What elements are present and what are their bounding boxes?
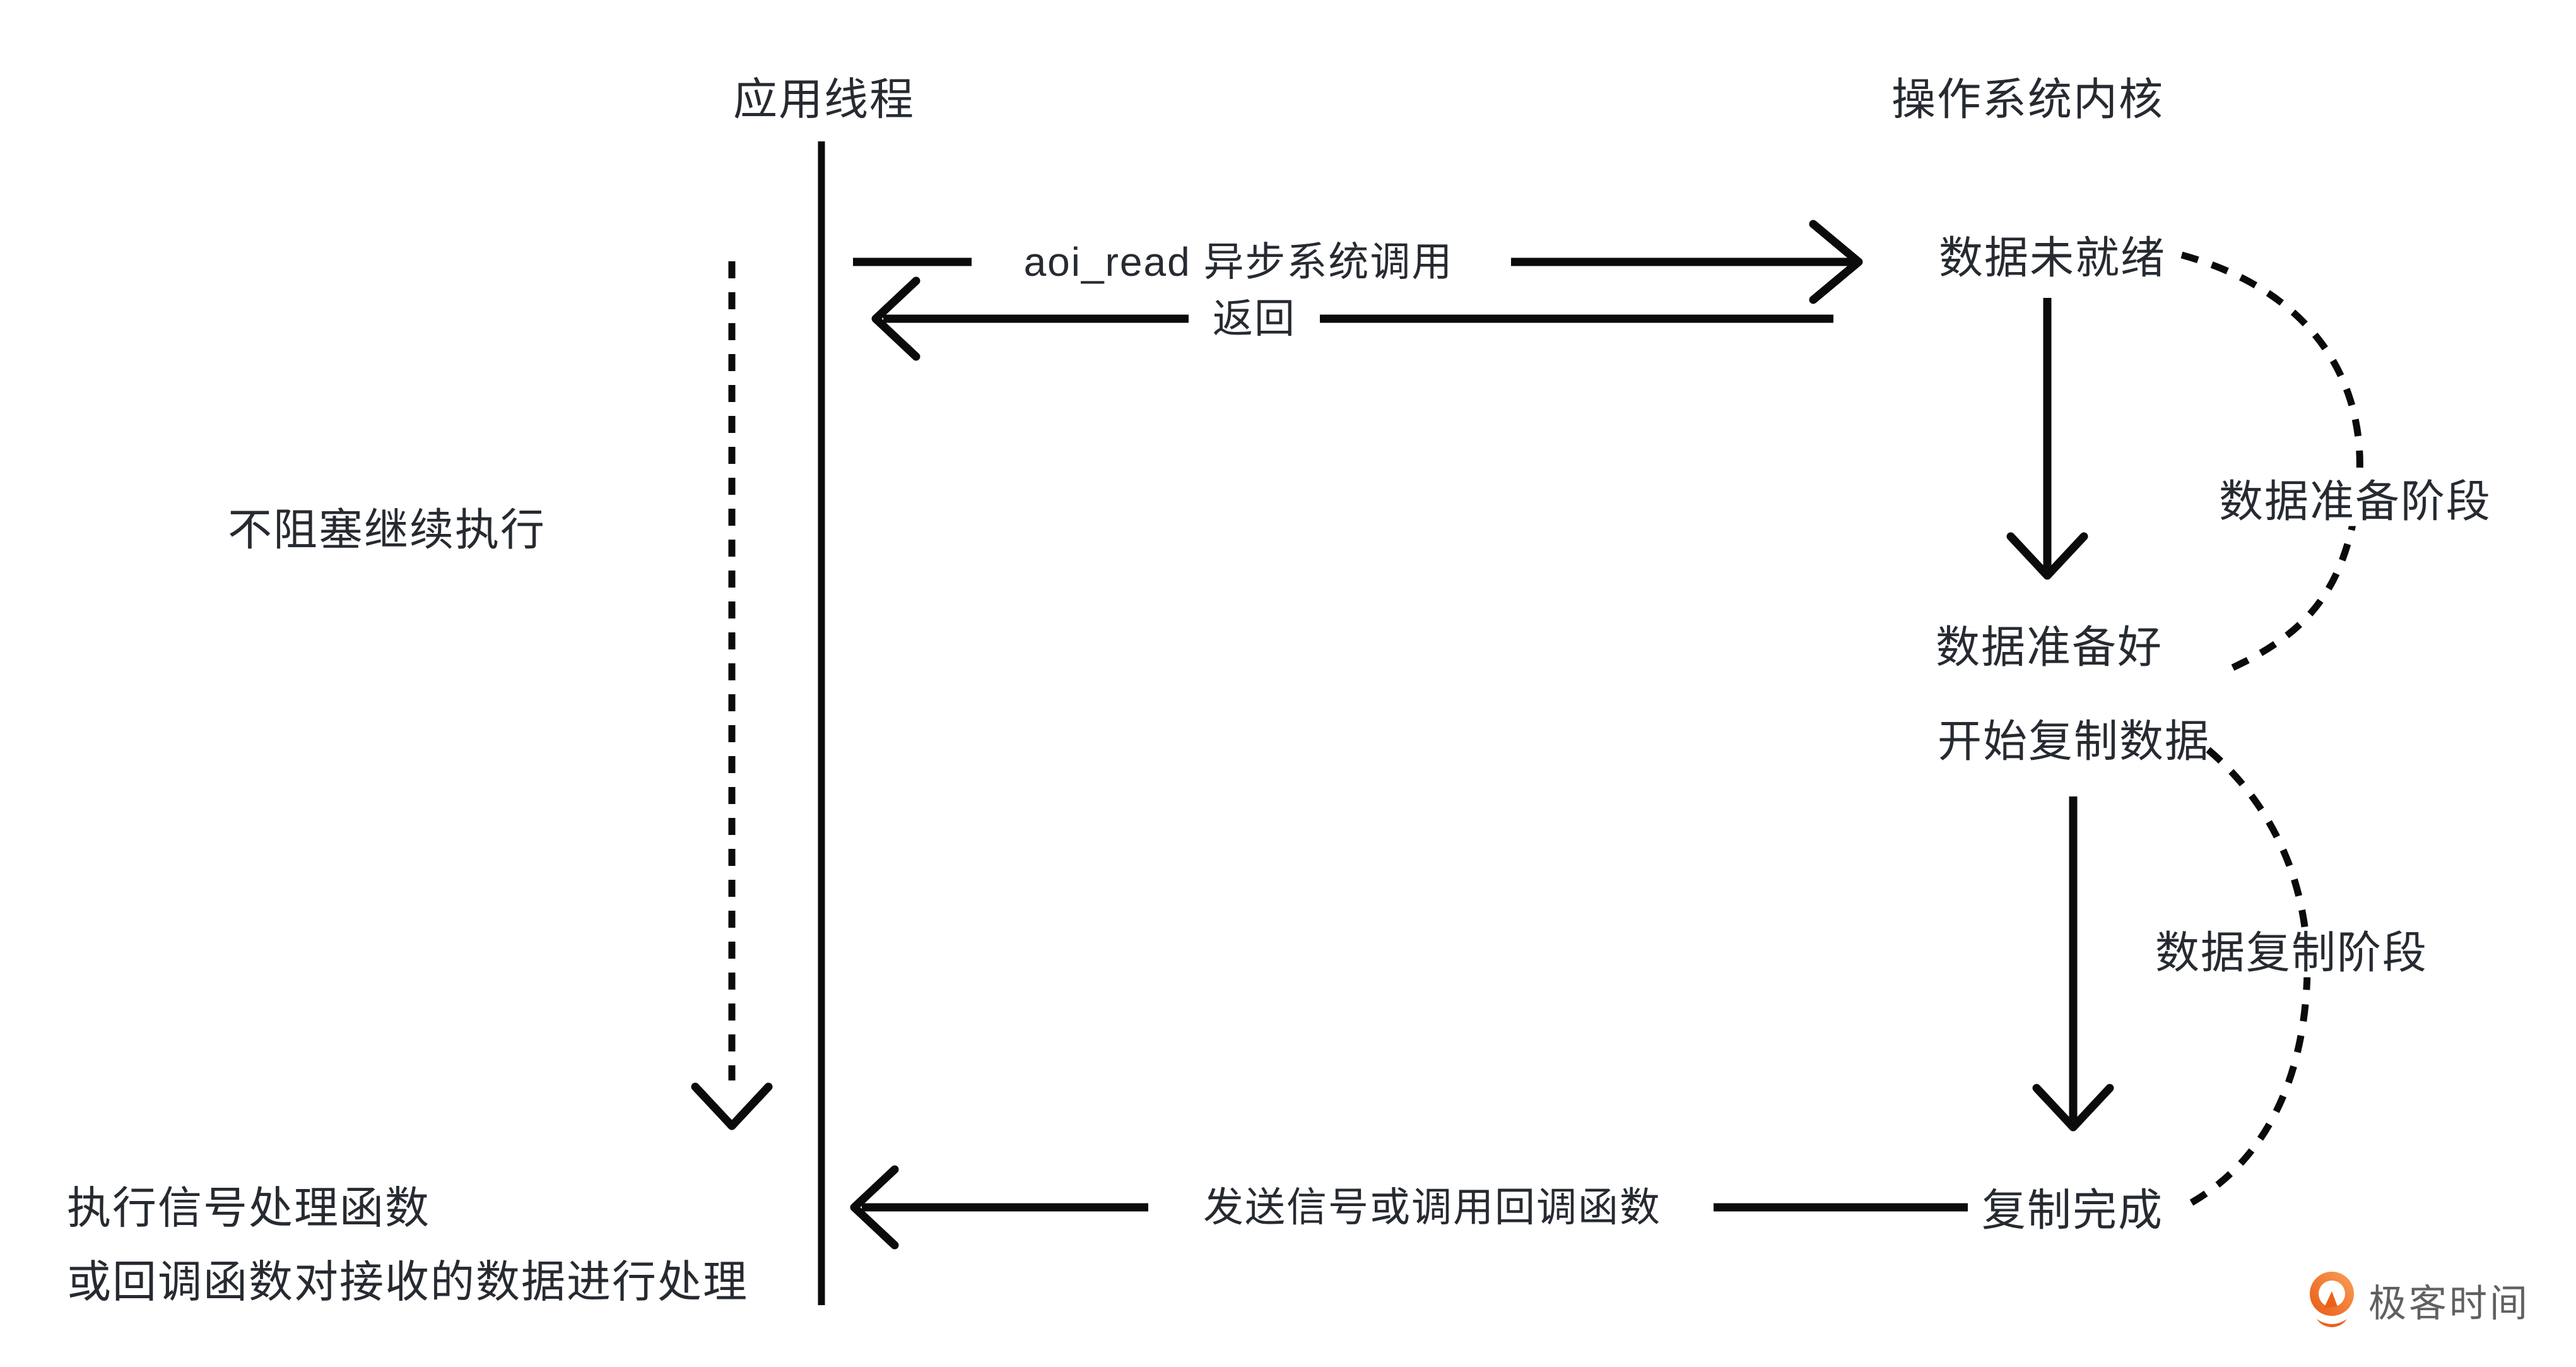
copy-done-label: 复制完成 [1982, 1185, 2163, 1235]
geektime-logo-icon [2310, 1272, 2354, 1327]
nonblocking-label: 不阻塞继续执行 [228, 505, 546, 555]
geektime-logo-text: 极客时间 [2368, 1282, 2530, 1325]
return-arrow-label: 返回 [1213, 295, 1296, 341]
return-arrow [871, 276, 1833, 361]
kernel-label: 操作系统内核 [1891, 74, 2164, 124]
signal-arrow [850, 1165, 1968, 1250]
geektime-logo: 极客时间 [2307, 1269, 2530, 1332]
signal-handler-note-line2: 或回调函数对接收的数据进行处理 [67, 1257, 748, 1306]
call-arrow-label: aoi_read 异步系统调用 [1023, 239, 1454, 285]
app-thread-label: 应用线程 [733, 74, 915, 124]
call-arrow [853, 220, 1863, 304]
signal-arrow-label: 发送信号或调用回调函数 [1203, 1184, 1661, 1230]
signal-handler-note-line1: 执行信号处理函数 [67, 1183, 430, 1233]
data-ready-label: 数据准备好 [1936, 622, 2163, 672]
prepare-phase-label: 数据准备阶段 [2209, 477, 2502, 526]
copy-phase-brace [2181, 747, 2311, 1210]
copy-done-down-arrow [2032, 796, 2114, 1132]
prepare-phase-brace [2180, 251, 2363, 674]
signal-handler-note: 执行信号处理函数 或回调函数对接收的数据进行处理 [67, 1171, 748, 1319]
nonblocking-dotted-arrow [691, 261, 773, 1130]
data-not-ready-label: 数据未就绪 [1939, 233, 2166, 283]
start-copy-label: 开始复制数据 [1938, 716, 2210, 766]
data-ready-down-arrow [2006, 298, 2088, 580]
copy-phase-label: 数据复制阶段 [2145, 928, 2438, 978]
